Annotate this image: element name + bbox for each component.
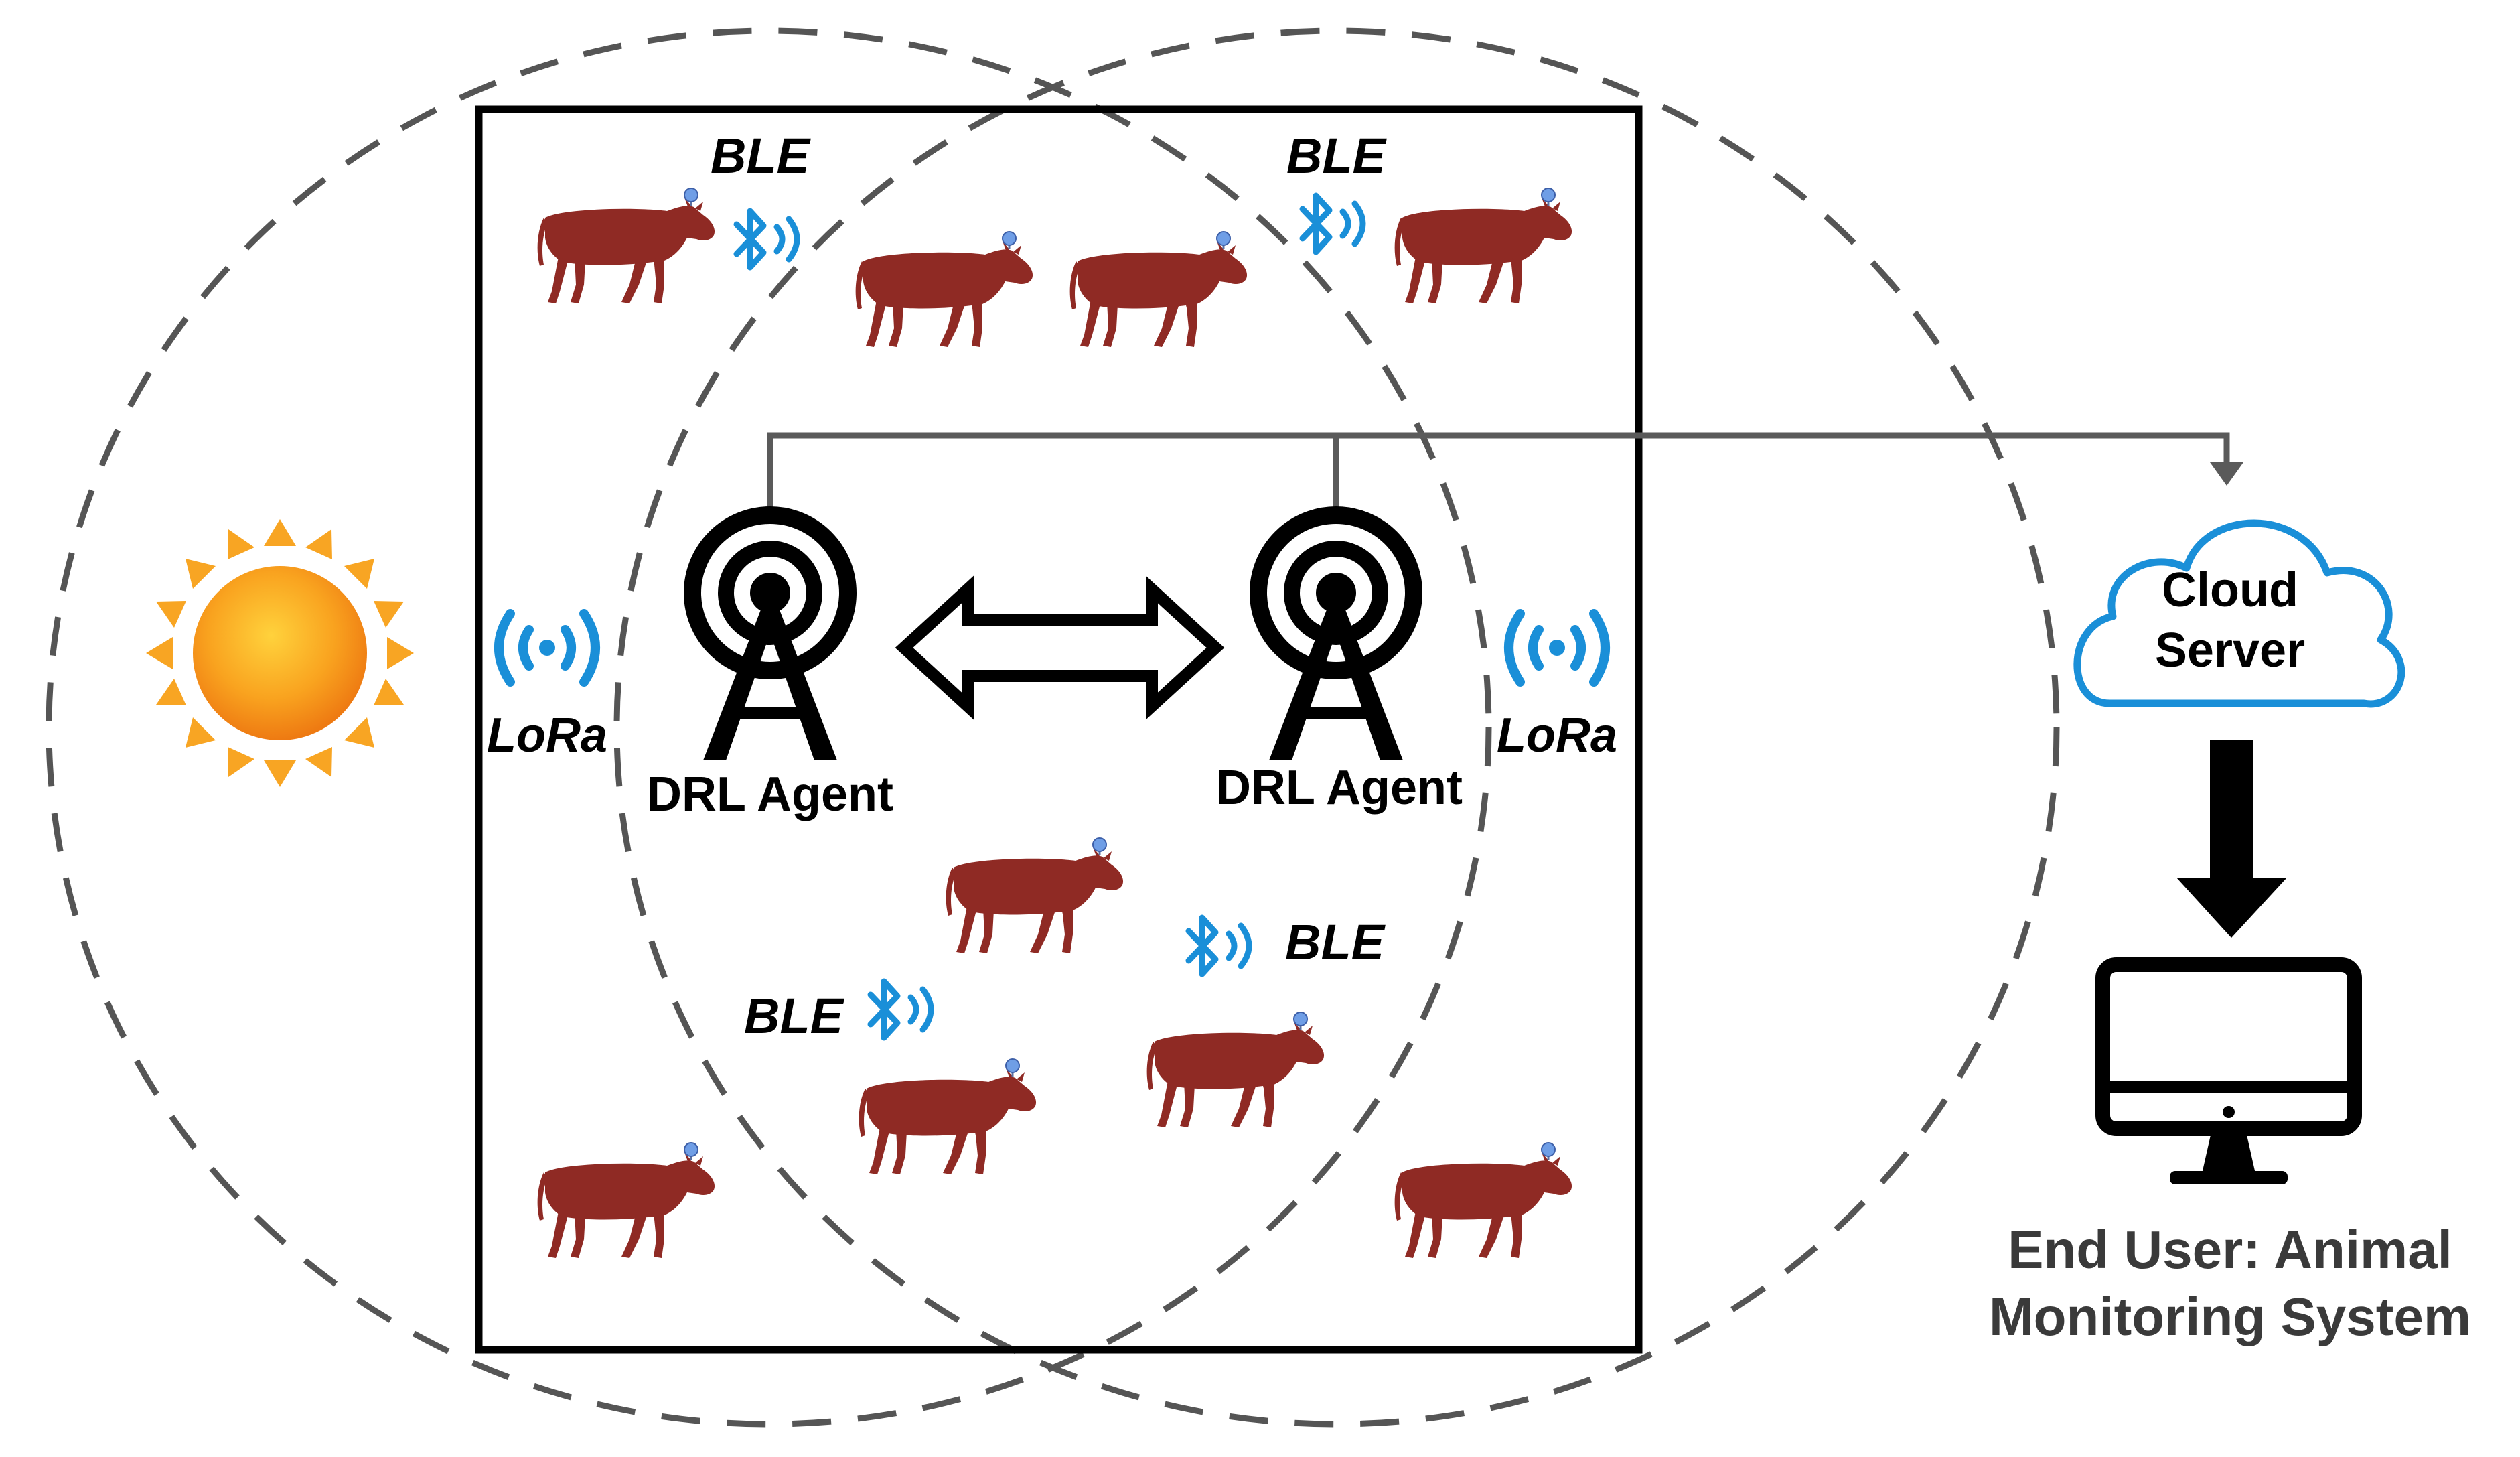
radio-tower-icon — [692, 515, 848, 760]
bluetooth-icon — [1189, 918, 1249, 974]
monitor-icon — [2095, 957, 2362, 1184]
cow-icon — [536, 1141, 716, 1259]
cloud-label-line1: Cloud — [2162, 563, 2298, 617]
lora-label-left: LoRa — [487, 709, 607, 762]
ble-label-bottom-right: BLE — [1285, 914, 1386, 970]
lora-label-right: LoRa — [1497, 709, 1617, 762]
cow-icon — [945, 837, 1124, 955]
double-arrow-icon — [895, 575, 1225, 720]
down-arrow-icon — [2176, 740, 2287, 938]
cloud-icon — [2073, 519, 2405, 708]
cloud-label-line2: Server — [2155, 624, 2305, 677]
drl-agent-label-left: DRL Agent — [647, 768, 893, 821]
cow-icon — [1394, 187, 1573, 305]
end-user-label-line1: End User: Animal — [2008, 1220, 2452, 1279]
cow-icon — [858, 1058, 1037, 1176]
coverage-circle-right — [613, 27, 2060, 1428]
end-user-label-line2: Monitoring System — [1989, 1287, 2471, 1346]
cow-icon — [536, 187, 716, 305]
cow-icon — [1394, 1141, 1573, 1259]
wireless-signal-icon — [499, 614, 595, 682]
ble-label-top-right: BLE — [1286, 128, 1388, 184]
radio-tower-icon — [1258, 515, 1414, 760]
coverage-circle-left — [46, 27, 1492, 1428]
cow-icon — [1069, 230, 1248, 348]
ble-label-top-left: BLE — [711, 128, 812, 184]
ble-label-bottom-left: BLE — [744, 988, 845, 1044]
wireless-signal-icon — [1509, 614, 1605, 682]
bluetooth-icon — [1303, 196, 1363, 252]
drl-agent-label-right: DRL Agent — [1216, 761, 1463, 815]
cow-icon — [1146, 1011, 1325, 1129]
field-boundary — [475, 105, 1643, 1354]
cloud-arrowhead — [2210, 462, 2243, 486]
bluetooth-icon — [871, 981, 931, 1038]
cow-icon — [855, 230, 1034, 348]
connection-line-left-tower — [767, 432, 2230, 509]
sun-icon — [146, 519, 414, 787]
bluetooth-icon — [737, 211, 797, 267]
